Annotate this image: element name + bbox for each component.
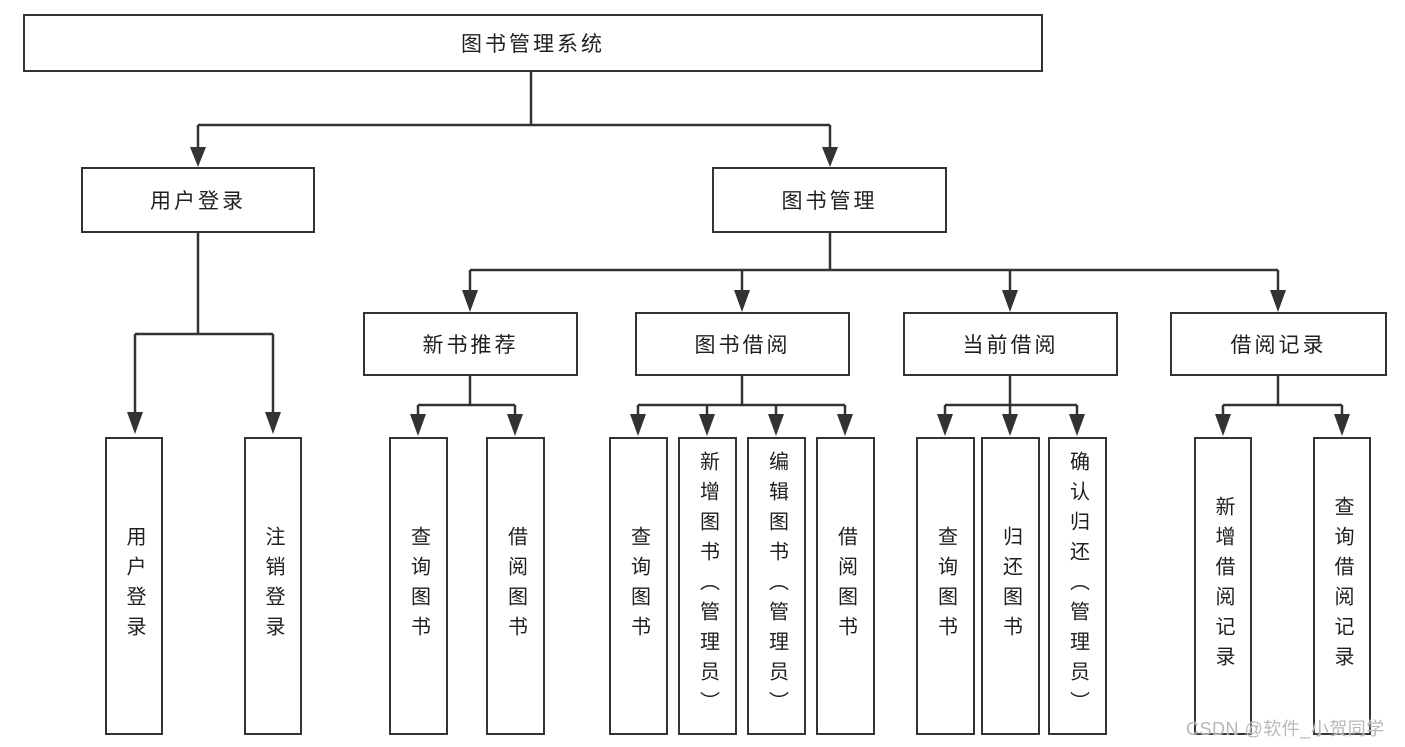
arrowhead-down: [1002, 414, 1018, 436]
arrowhead-down: [127, 412, 143, 434]
connector-current-borrow-junction: [943, 376, 1079, 416]
node-return-book-label: 归还图书: [999, 526, 1022, 646]
node-root: 图书管理系统: [23, 14, 1043, 72]
node-edit-book-admin-label: 编辑图书（管理员）: [765, 451, 788, 721]
node-borrow-books-recommend: 借阅图书: [486, 437, 545, 735]
node-query-borrow-record-label: 查询借阅记录: [1331, 496, 1353, 676]
arrowhead-down: [1215, 414, 1231, 436]
arrowhead-down: [768, 414, 784, 436]
connector-new-book-junction: [416, 376, 517, 416]
node-user-login-branch: 用户登录: [81, 167, 315, 233]
node-current-borrow: 当前借阅: [903, 312, 1118, 376]
node-user-login-branch-label: 用户登录: [150, 190, 246, 213]
arrowhead-down: [699, 414, 715, 436]
connector-book-borrow-junction: [636, 376, 847, 416]
connector-book-management-branch: [468, 233, 1280, 291]
node-borrow-books-borrow: 借阅图书: [816, 437, 875, 735]
node-query-books-borrow-label: 查询图书: [627, 526, 650, 646]
connector-borrow-records-junction: [1221, 376, 1344, 416]
arrowhead-down: [1334, 414, 1350, 436]
node-borrow-books-borrow-label: 借阅图书: [834, 526, 857, 646]
node-query-books-current: 查询图书: [916, 437, 975, 735]
node-book-management-label: 图书管理: [781, 190, 878, 213]
node-query-books-borrow: 查询图书: [609, 437, 668, 735]
arrowhead-down: [734, 290, 750, 312]
connector-root-to-level2: [196, 72, 832, 148]
arrowhead-down: [410, 414, 426, 436]
node-user-login-action: 用户登录: [105, 437, 163, 735]
node-query-books-current-label: 查询图书: [934, 526, 957, 646]
node-query-borrow-record: 查询借阅记录: [1313, 437, 1371, 735]
arrowhead-down: [265, 412, 281, 434]
node-logout-action-label: 注销登录: [262, 526, 284, 646]
arrowheads: [127, 147, 1350, 436]
node-borrow-books-recommend-label: 借阅图书: [504, 526, 527, 646]
watermark: CSDN @软件_小贺同学: [1186, 719, 1385, 739]
arrowhead-down: [1270, 290, 1286, 312]
node-book-management: 图书管理: [712, 167, 947, 233]
node-add-book-admin-label: 新增图书（管理员）: [696, 451, 719, 721]
arrowhead-down: [822, 147, 838, 167]
arrowhead-down: [462, 290, 478, 312]
arrowhead-down: [190, 147, 206, 167]
node-add-borrow-record-label: 新增借阅记录: [1212, 496, 1234, 676]
arrowhead-down: [507, 414, 523, 436]
node-logout-action: 注销登录: [244, 437, 302, 735]
node-query-books-recommend: 查询图书: [389, 437, 448, 735]
node-new-book-recommend-label: 新书推荐: [422, 334, 519, 357]
node-confirm-return-admin: 确认归还（管理员）: [1048, 437, 1107, 735]
arrowhead-down: [630, 414, 646, 436]
node-add-borrow-record: 新增借阅记录: [1194, 437, 1252, 735]
arrowhead-down: [1069, 414, 1085, 436]
connector-user-login-branch: [133, 233, 275, 413]
node-new-book-recommend: 新书推荐: [363, 312, 578, 376]
node-book-borrow-label: 图书借阅: [694, 334, 791, 357]
node-book-borrow: 图书借阅: [635, 312, 850, 376]
node-return-book: 归还图书: [981, 437, 1040, 735]
node-confirm-return-admin-label: 确认归还（管理员）: [1066, 451, 1089, 721]
node-user-login-action-label: 用户登录: [123, 526, 145, 646]
node-borrow-records-label: 借阅记录: [1230, 334, 1327, 357]
node-root-label: 图书管理系统: [461, 33, 605, 56]
node-current-borrow-label: 当前借阅: [962, 334, 1059, 357]
node-add-book-admin: 新增图书（管理员）: [678, 437, 737, 735]
node-query-books-recommend-label: 查询图书: [407, 526, 430, 646]
arrowhead-down: [1002, 290, 1018, 312]
node-edit-book-admin: 编辑图书（管理员）: [747, 437, 806, 735]
arrowhead-down: [837, 414, 853, 436]
arrowhead-down: [937, 414, 953, 436]
node-borrow-records: 借阅记录: [1170, 312, 1387, 376]
